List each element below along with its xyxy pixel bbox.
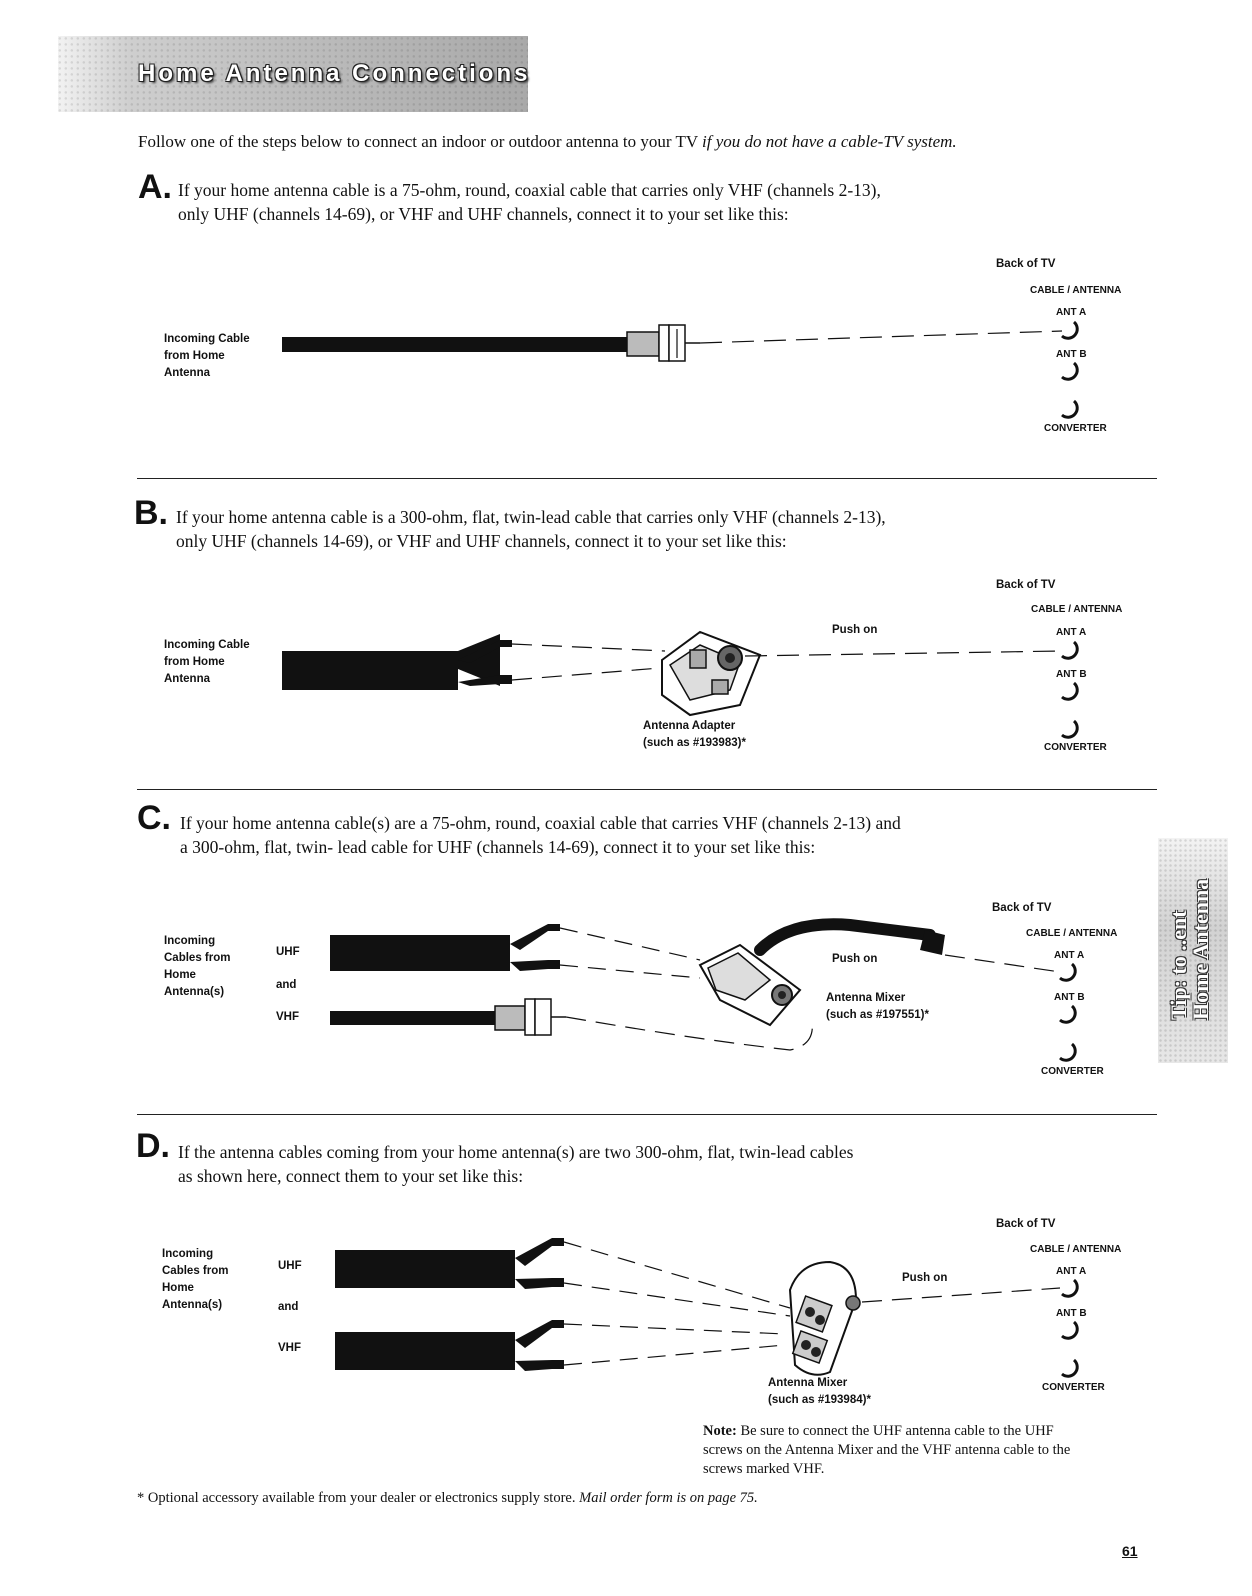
step-a-back-of-tv: Back of TV bbox=[996, 258, 1056, 270]
vhf-twin-lead bbox=[335, 1332, 515, 1370]
divider-ab bbox=[137, 478, 1157, 479]
step-a-ant-b: ANT B bbox=[1056, 349, 1087, 360]
footnote-text: * Optional accessory available from your… bbox=[137, 1490, 580, 1506]
step-d-back-of-tv: Back of TV bbox=[996, 1218, 1056, 1230]
step-c-converter: CONVERTER bbox=[1041, 1066, 1104, 1077]
header-banner bbox=[58, 36, 528, 112]
step-a-converter: CONVERTER bbox=[1044, 423, 1107, 434]
side-tab-line2: Home Antenna bbox=[1188, 878, 1213, 1020]
step-c-letter: C. bbox=[137, 799, 171, 837]
jack-ant-a-icon bbox=[1061, 640, 1079, 660]
step-c-diagram bbox=[330, 918, 1077, 1062]
step-d-line2: as shown here, connect them to your set … bbox=[178, 1166, 524, 1186]
step-d-cable-label: Incoming Cables from Home Antenna(s) bbox=[162, 1248, 229, 1311]
footnote-italic: Mail order form is on page 75. bbox=[579, 1490, 758, 1506]
divider-bc bbox=[137, 789, 1157, 790]
step-d-vhf: VHF bbox=[278, 1342, 301, 1354]
step-d-ant-a: ANT A bbox=[1056, 1266, 1087, 1277]
step-b-adapter-label: Antenna Adapter (such as #193983)* bbox=[643, 720, 746, 749]
step-c-line1: If your home antenna cable(s) are a 75-o… bbox=[180, 813, 901, 833]
step-b-diagram bbox=[282, 630, 1079, 739]
step-a-letter: A. bbox=[138, 168, 172, 206]
step-d-and: and bbox=[278, 1301, 299, 1313]
footnote: * Optional accessory available from your… bbox=[137, 1490, 758, 1507]
divider-cd bbox=[137, 1114, 1157, 1115]
step-b-line1: If your home antenna cable is a 300-ohm,… bbox=[176, 507, 886, 527]
step-b-cable-label: Incoming Cable from Home Antenna bbox=[164, 639, 250, 685]
step-d-ant-b: ANT B bbox=[1056, 1308, 1087, 1319]
step-d-cable-antenna: CABLE / ANTENNA bbox=[1030, 1244, 1122, 1255]
vhf-coax bbox=[330, 1011, 495, 1025]
step-c-cable-label: Incoming Cables from Home Antenna(s) bbox=[164, 935, 231, 998]
intro-text: Follow one of the steps below to connect… bbox=[138, 132, 957, 152]
step-b-push-on: Push on bbox=[832, 624, 878, 636]
step-c-vhf: VHF bbox=[276, 1011, 299, 1023]
jack-ant-a-icon bbox=[1061, 1278, 1079, 1298]
step-b-letter: B. bbox=[134, 494, 168, 532]
step-b-converter: CONVERTER bbox=[1044, 742, 1107, 753]
step-c-push-on: Push on bbox=[832, 953, 878, 965]
step-b-line2: only UHF (channels 14-69), or VHF and UH… bbox=[176, 531, 787, 551]
side-tab bbox=[1158, 838, 1228, 1063]
jack-ant-b-icon bbox=[1059, 1004, 1077, 1024]
antenna-adapter-icon bbox=[661, 630, 762, 717]
step-d-line1: If the antenna cables coming from your h… bbox=[178, 1142, 854, 1162]
jack-converter-icon bbox=[1059, 1042, 1077, 1062]
jack-ant-a-icon bbox=[1061, 320, 1079, 340]
step-d-push-on: Push on bbox=[902, 1272, 948, 1284]
connection-dash bbox=[699, 330, 1063, 344]
step-a-diagram bbox=[282, 320, 1079, 419]
note-label: Note: bbox=[703, 1423, 737, 1439]
side-tab-line1: Tip: to ..ent bbox=[1166, 910, 1191, 1020]
intro-italic: if you do not have a cable-TV system. bbox=[702, 132, 957, 151]
step-a-cable-antenna: CABLE / ANTENNA bbox=[1030, 285, 1122, 296]
antenna-mixer-icon bbox=[788, 1260, 861, 1376]
step-d-mixer-label: Antenna Mixer (such as #193984)* bbox=[768, 1377, 871, 1406]
step-d-uhf: UHF bbox=[278, 1260, 302, 1272]
uhf-twin-lead bbox=[330, 935, 510, 971]
side-tab-text: Tip: to ..ent Home Antenna bbox=[1166, 878, 1213, 1020]
note-box: Note: Be sure to connect the UHF antenna… bbox=[703, 1422, 1093, 1479]
mixer-lead bbox=[754, 918, 936, 956]
step-b-back-of-tv: Back of TV bbox=[996, 579, 1056, 591]
step-b-cable-antenna: CABLE / ANTENNA bbox=[1031, 604, 1123, 615]
step-c-line2: a 300-ohm, flat, twin- lead cable for UH… bbox=[180, 837, 816, 857]
jack-converter-icon bbox=[1061, 719, 1079, 739]
note-text: Be sure to connect the UHF antenna cable… bbox=[703, 1423, 1071, 1477]
intro-main: Follow one of the steps below to connect… bbox=[138, 132, 703, 151]
jack-ant-b-icon bbox=[1061, 361, 1079, 381]
antenna-mixer-icon bbox=[698, 918, 945, 1027]
jack-ant-a-icon bbox=[1059, 962, 1077, 982]
step-a-line2: only UHF (channels 14-69), or VHF and UH… bbox=[178, 204, 789, 224]
jack-ant-b-icon bbox=[1061, 681, 1079, 701]
uhf-twin-lead bbox=[335, 1250, 515, 1288]
step-b-ant-b: ANT B bbox=[1056, 669, 1087, 680]
step-a-ant-a: ANT A bbox=[1056, 307, 1087, 318]
step-c-ant-b: ANT B bbox=[1054, 992, 1085, 1003]
jack-converter-icon bbox=[1061, 399, 1079, 419]
step-b-ant-a: ANT A bbox=[1056, 627, 1087, 638]
step-d-letter: D. bbox=[136, 1127, 170, 1165]
step-c-uhf: UHF bbox=[276, 946, 300, 958]
step-a-cable-label: Incoming Cable from Home Antenna bbox=[164, 333, 250, 379]
step-a-line1: If your home antenna cable is a 75-ohm, … bbox=[178, 180, 881, 200]
jack-converter-icon bbox=[1061, 1358, 1079, 1378]
page-number: 61 bbox=[1122, 1543, 1138, 1559]
coax-cable bbox=[282, 337, 627, 352]
step-c-ant-a: ANT A bbox=[1054, 950, 1085, 961]
step-c-back-of-tv: Back of TV bbox=[992, 902, 1052, 914]
jack-ant-b-icon bbox=[1061, 1320, 1079, 1340]
step-c-cable-antenna: CABLE / ANTENNA bbox=[1026, 928, 1118, 939]
step-d-converter: CONVERTER bbox=[1042, 1382, 1105, 1393]
step-c-mixer-label: Antenna Mixer (such as #197551)* bbox=[826, 992, 929, 1021]
step-c-and: and bbox=[276, 979, 297, 991]
page-title: Home Antenna Connections bbox=[138, 60, 531, 87]
step-d-diagram bbox=[335, 1238, 1079, 1378]
